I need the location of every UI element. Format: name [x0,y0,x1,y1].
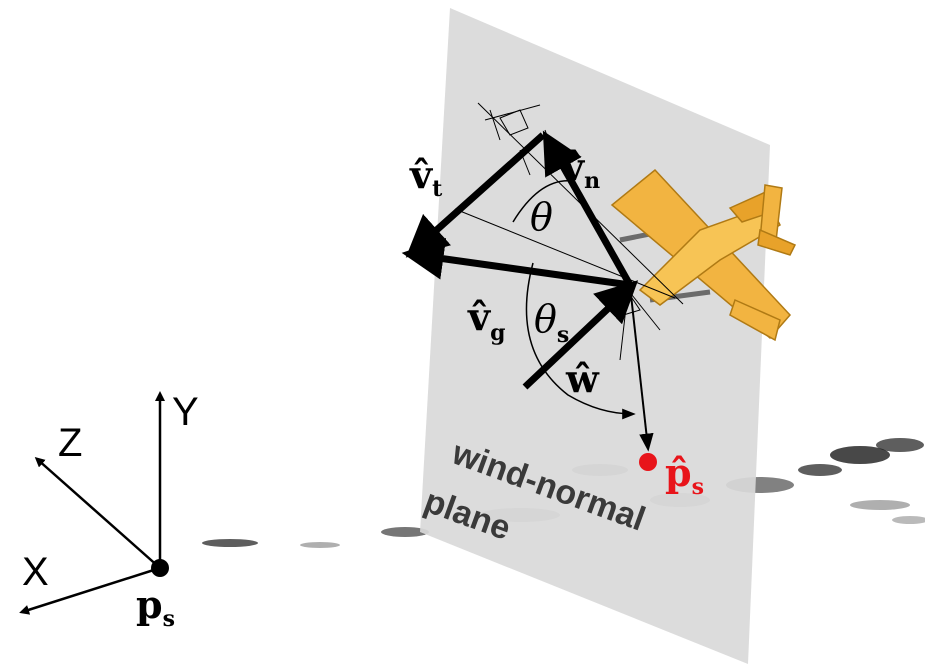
projection-arrow [629,285,654,452]
v-g-label: v̂g [467,294,505,346]
theta-label: θ [530,195,553,239]
projected-point-label: p̂s [665,450,704,500]
axis-x-label: X [22,550,49,594]
v-n-label: v̂n [561,144,600,194]
axis-y-label: Y [172,390,199,434]
aircraft-icon [610,168,797,342]
origin-point-marker [151,559,169,577]
vector-arrows [401,130,654,452]
v-t-label: v̂t [409,152,443,202]
theta-arc [512,180,573,223]
w-label: ŵ [565,356,600,401]
theta-s-arc [525,262,636,420]
z-axis [34,457,161,569]
wind-normal-plane [420,8,770,664]
x-axis [19,566,161,615]
origin-label: ps [136,582,175,632]
w-arrow [522,280,639,390]
v-g-arrow [401,237,631,289]
world-axes [19,391,165,615]
v-n-arrow [542,130,634,287]
theta-s-label: θs [534,297,569,348]
v-t-arrow [405,132,546,258]
projected-point-marker [639,453,657,471]
axis-z-label: Z [58,421,82,465]
